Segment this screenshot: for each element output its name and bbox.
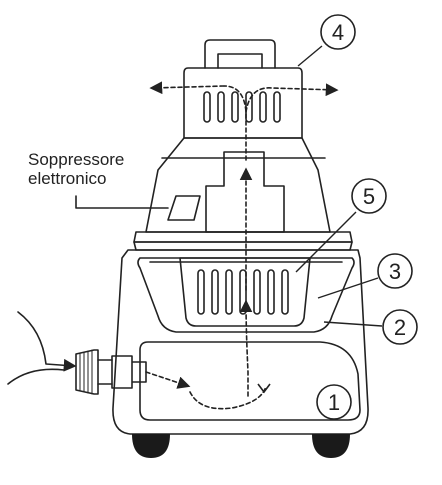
filter-basket: [179, 257, 311, 327]
lid-rim: [133, 231, 353, 243]
airflow-up-dashed: [239, 299, 253, 397]
inlet-coupling: [97, 359, 113, 385]
exhaust-left-dashed: [149, 81, 225, 95]
base-wheels: [132, 434, 350, 458]
airflow-inlet-dashed: [145, 371, 191, 389]
callout-4-label: 4: [332, 20, 344, 45]
airflow-chamber-dashed: [189, 385, 267, 410]
top-handle: [204, 39, 276, 69]
callout-5-circle: [351, 178, 387, 214]
callout-2-circle: [382, 309, 418, 345]
suppressor-annotation-line2: elettronico: [28, 169, 107, 188]
incoming-air-curve-upper: [17, 311, 77, 372]
exhaust-right-dashed: [245, 83, 339, 113]
incoming-air-curve-lower: [7, 368, 65, 385]
inlet-tube: [111, 355, 147, 389]
wheel-left: [132, 434, 170, 458]
callout-4-circle: [320, 14, 356, 50]
inlet-connector-ridges: [79, 349, 93, 395]
motor-inner-block: [205, 151, 285, 233]
callout-3-circle: [377, 253, 413, 289]
annotation-leader-line: [75, 195, 169, 209]
callout-2-leader: [323, 321, 383, 327]
airflow-top-dashed: [223, 85, 247, 161]
callout-1-circle: [316, 384, 352, 420]
chamber-flow-arrow: [257, 383, 271, 394]
callout-1-label: 1: [328, 390, 340, 415]
lower-chamber: [139, 341, 361, 421]
callout-3-leader: [317, 277, 379, 299]
electronic-suppressor: [167, 195, 201, 221]
suppressor-annotation-line1: Soppressore: [28, 150, 125, 169]
inlet-connector: [75, 349, 99, 395]
callout-4-leader: [297, 45, 323, 67]
suppressor-annotation: Soppressore elettronico: [28, 150, 124, 188]
wheel-right: [312, 434, 350, 458]
inner-bowl: [137, 257, 355, 333]
callout-3-label: 3: [389, 259, 401, 284]
callout-5-label: 5: [363, 184, 375, 209]
callout-5-leader: [295, 211, 357, 273]
motor-top-housing: [183, 67, 303, 139]
callout-2-label: 2: [394, 315, 406, 340]
filter-basket-slots: [197, 269, 289, 315]
